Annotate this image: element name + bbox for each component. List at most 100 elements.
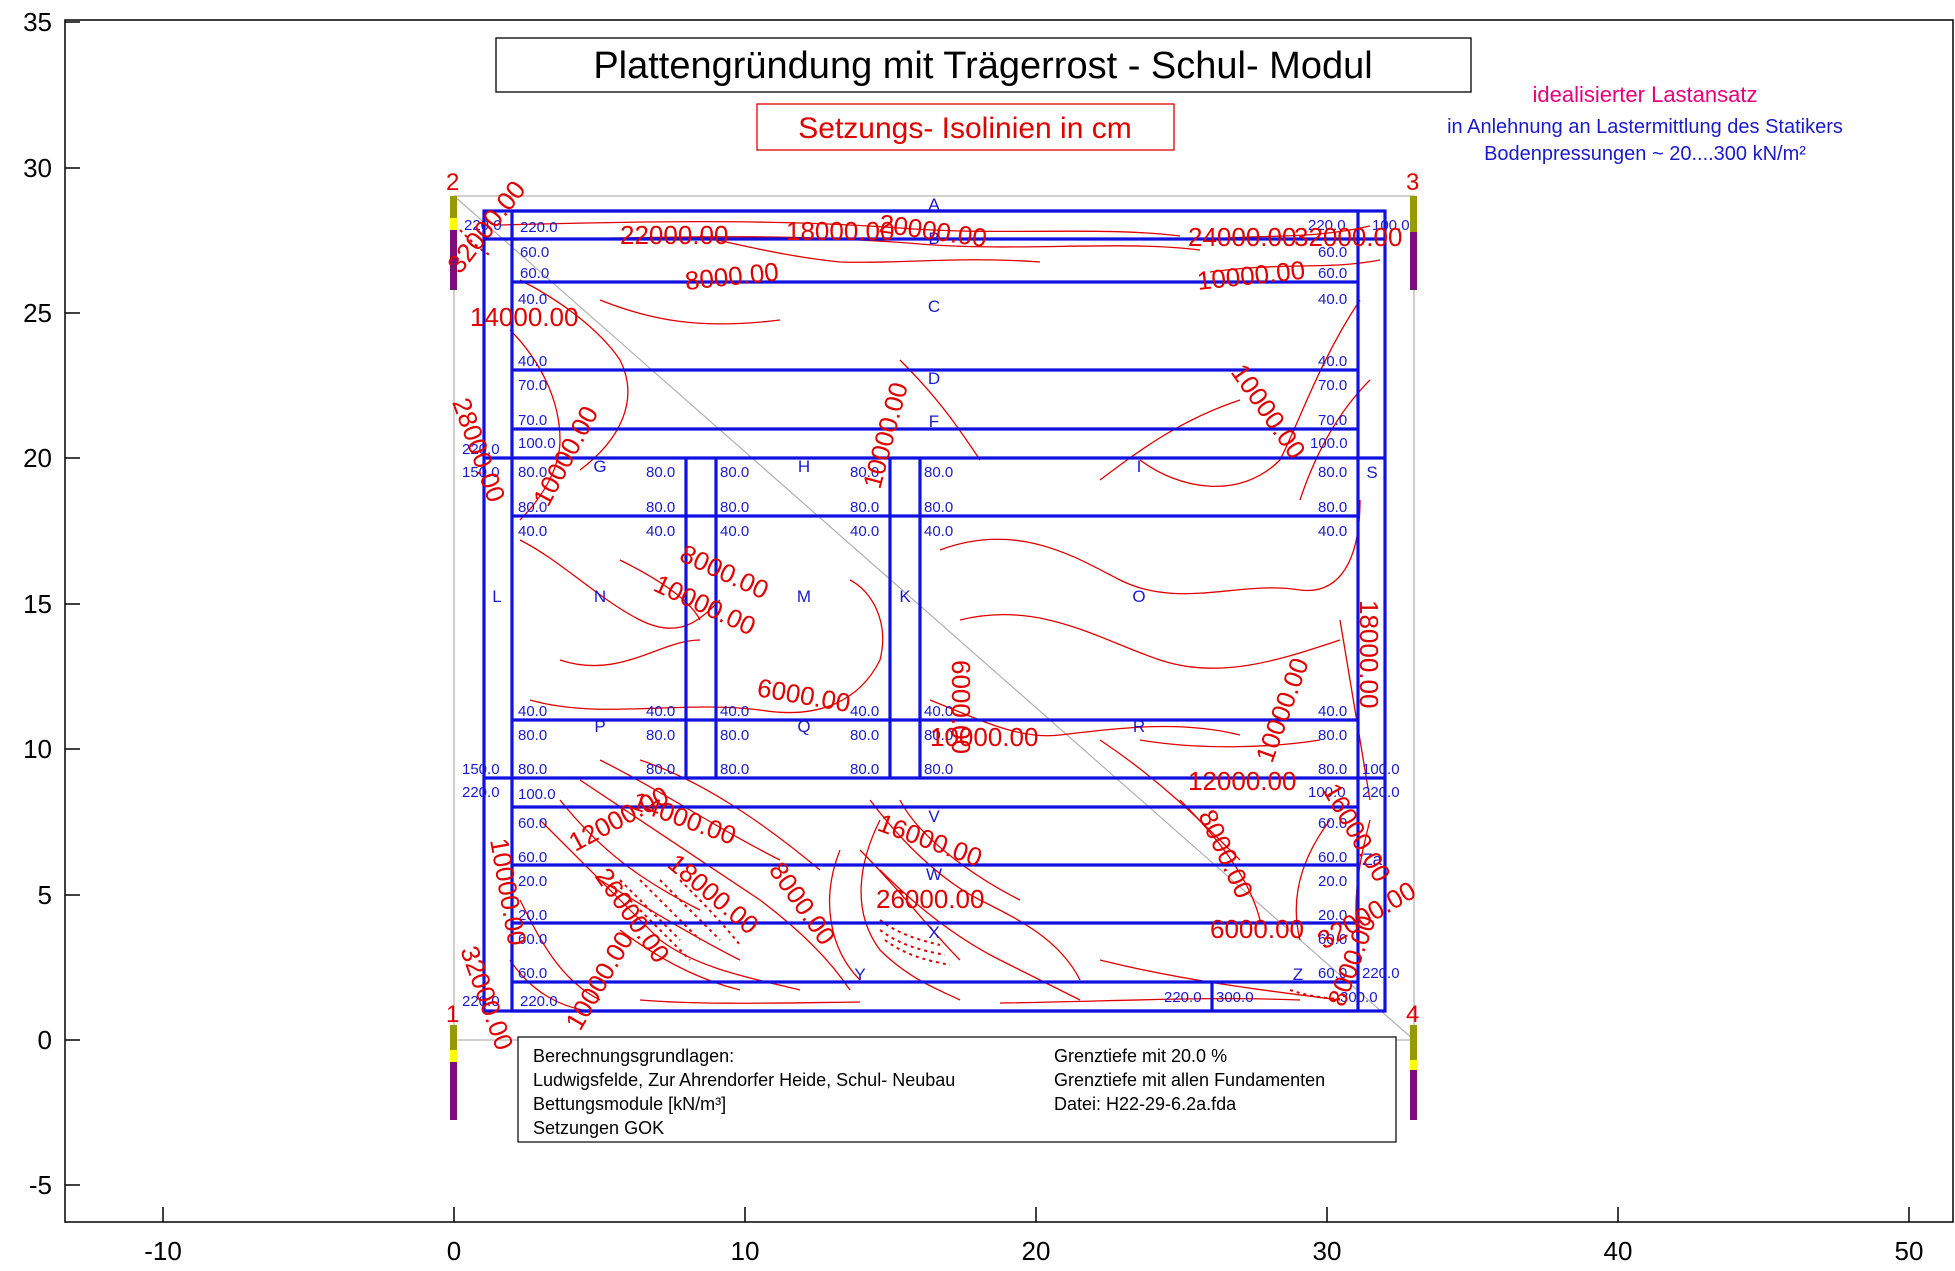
beam-value: 80.0 (720, 761, 749, 778)
field-label: Q (797, 717, 810, 736)
beam-value: 80.0 (646, 499, 675, 516)
beam-value: 20.0 (1318, 873, 1347, 890)
beam-value: 80.0 (646, 727, 675, 744)
info-line: Ludwigsfelde, Zur Ahrendorfer Heide, Sch… (533, 1070, 955, 1090)
isoline-label: 14000.00 (628, 785, 740, 850)
beam-value: 220.0 (520, 219, 558, 236)
info-line: Grenztiefe mit 20.0 % (1054, 1046, 1227, 1066)
beam-value: 80.0 (850, 761, 879, 778)
x-tick-label: 0 (447, 1236, 461, 1266)
field-label: K (899, 587, 911, 606)
beam-value: 80.0 (850, 464, 879, 481)
beam-value: 100.0 (1362, 761, 1400, 778)
beam-value: 60.0 (518, 965, 547, 982)
beam-value: 70.0 (1318, 412, 1347, 429)
beam-value: 60.0 (1318, 815, 1347, 832)
field-label: P (594, 717, 605, 736)
beam-value: 40.0 (924, 523, 953, 540)
field-label: Za (1362, 850, 1382, 869)
beam-value: 80.0 (518, 499, 547, 516)
page-title: Plattengründung mit Trägerrost - Schul- … (593, 45, 1372, 87)
beam-value: 220.0 (520, 993, 558, 1010)
field-label: W (926, 865, 942, 884)
y-tick-label: 10 (23, 734, 52, 764)
isoline-label: 8000.00 (683, 256, 780, 296)
beam-value: 80.0 (720, 464, 749, 481)
isoline-label: 10000.00 (1249, 654, 1314, 766)
beam-value: 150.0 (462, 464, 500, 481)
beam-value: 60.0 (1318, 849, 1347, 866)
info-box-right: Grenztiefe mit 20.0 % Grenztiefe mit all… (1054, 1046, 1325, 1114)
beam-value: 40.0 (1318, 291, 1347, 308)
y-tick-label: 0 (38, 1025, 52, 1055)
corner-label-2: 2 (446, 169, 459, 196)
isoline-label: 12000.00 (1188, 766, 1296, 796)
isoline-label: 10000.00 (930, 722, 1038, 752)
info-line: Datei: H22-29-6.2a.fda (1054, 1094, 1237, 1114)
field-label: O (1132, 587, 1145, 606)
beam-value: 70.0 (1318, 377, 1347, 394)
beam-value: 40.0 (518, 291, 547, 308)
beam-value: 300.0 (1216, 989, 1254, 1006)
field-label: B (928, 229, 939, 248)
subtitle-box (756, 103, 1175, 151)
beam-value: 80.0 (924, 761, 953, 778)
x-tick-label: 30 (1313, 1236, 1342, 1266)
isoline-label: 18000.00 (786, 216, 894, 246)
y-tick-labels: 35 30 25 20 15 10 5 0 -5 (23, 7, 52, 1200)
info-box-left: Berechnungsgrundlagen: Ludwigsfelde, Zur… (533, 1046, 955, 1138)
title-box (495, 37, 1472, 93)
legend-line-2: in Anlehnung an Lastermittlung des Stati… (1447, 116, 1843, 138)
y-tick-label: 5 (38, 880, 52, 910)
field-label: A (928, 195, 940, 214)
beam-value: 100.0 (1308, 784, 1346, 801)
y-tick-label: 20 (23, 443, 52, 473)
beam-value: 40.0 (720, 523, 749, 540)
field-label: V (928, 807, 940, 826)
field-label: I (1137, 457, 1142, 476)
field-label: L (492, 587, 501, 606)
page-subtitle: Setzungs- Isolinien in cm (798, 112, 1132, 145)
legend-line-1: idealisierter Lastansatz (1532, 82, 1757, 107)
field-label: Z (1293, 965, 1303, 984)
beam-value: 220.0 (462, 784, 500, 801)
field-label: M (797, 587, 811, 606)
beam-value: 20.0 (518, 873, 547, 890)
x-tick-label: 50 (1895, 1236, 1924, 1266)
beam-value: 80.0 (720, 727, 749, 744)
y-tick-label: -5 (29, 1170, 52, 1200)
beam-value: 220.0 (1308, 217, 1346, 234)
legend-line-3: Bodenpressungen ~ 20....300 kN/m² (1484, 143, 1806, 165)
beam-value: 80.0 (646, 761, 675, 778)
info-line: Grenztiefe mit allen Fundamenten (1054, 1070, 1325, 1090)
field-label: N (594, 587, 606, 606)
beam-value: 40.0 (850, 523, 879, 540)
isoline-label: 32000.00 (1294, 222, 1402, 252)
beam-value: 300.0 (1340, 989, 1378, 1006)
beam-value: 70.0 (518, 412, 547, 429)
beam-value: 80.0 (850, 727, 879, 744)
info-box (517, 1036, 1397, 1143)
beam-value: 40.0 (1318, 703, 1347, 720)
beam-value: 220.0 (1362, 784, 1400, 801)
beam-value: 100.0 (1372, 217, 1410, 234)
field-label: F (929, 412, 939, 431)
beam-value: 40.0 (646, 523, 675, 540)
beam-value: 40.0 (1318, 353, 1347, 370)
beam-value: 60.0 (518, 931, 547, 948)
y-axis (65, 21, 80, 1186)
isoline-label: 28000.00 (446, 394, 511, 506)
beam-value: 20.0 (1318, 907, 1347, 924)
beam-value: 80.0 (1318, 761, 1347, 778)
beam-value: 60.0 (518, 849, 547, 866)
beam-value: 220.0 (1164, 989, 1202, 1006)
beam-value: 220.0 (462, 441, 500, 458)
field-label: Y (854, 965, 865, 984)
beam-value: 40.0 (720, 703, 749, 720)
beam-value: 40.0 (1318, 523, 1347, 540)
beam-value: 80.0 (1318, 499, 1347, 516)
y-tick-label: 15 (23, 589, 52, 619)
beam-value: 80.0 (720, 499, 749, 516)
isoline-label: 10000.00 (1225, 358, 1312, 464)
info-line: Bettungsmodule [kN/m³] (533, 1094, 726, 1114)
